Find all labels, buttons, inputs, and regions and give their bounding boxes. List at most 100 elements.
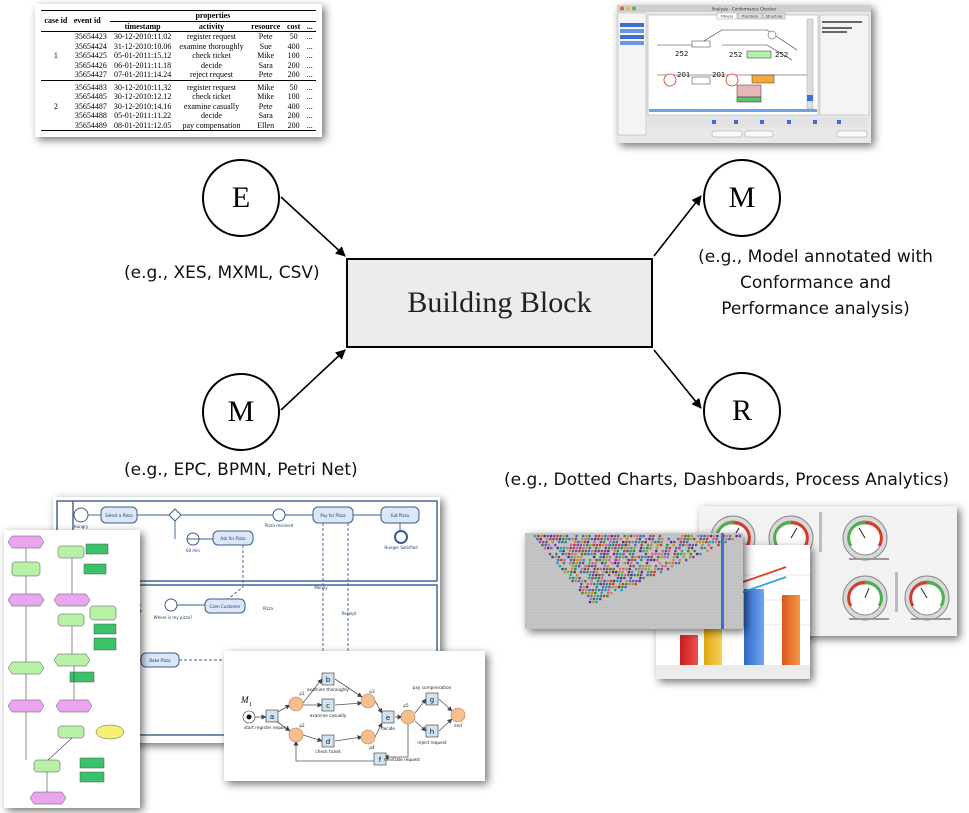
transition-h-label: reject request [417,740,446,745]
dotted-chart-dot [639,546,643,550]
dotted-chart-dot [592,582,596,586]
table-cell: 07-01-2011:14.24 [113,70,172,79]
dotted-chart-dot [598,543,602,547]
dotted-chart-dot [603,549,607,553]
dotted-chart-dot [556,561,559,565]
dotted-chart-dot [588,534,591,538]
dotted-chart-dot [629,534,633,538]
dotted-chart-dot [672,555,676,559]
dotted-chart-dot [642,549,645,553]
table-cell: 200 [287,111,300,120]
transition-b-label: examine thoroughly [307,687,350,692]
dotted-chart-dot [672,558,675,562]
dotted-chart-dot [561,537,565,541]
dotted-chart-dot [618,570,621,574]
dotted-chart-dot [578,546,582,550]
dotted-chart-dot [654,564,658,568]
dotted-chart-dot [715,537,718,541]
dotted-chart-dot [674,549,677,553]
dotted-chart-dot [557,555,561,559]
dotted-chart-dot [660,540,663,544]
dotted-chart-dot [640,543,643,547]
dotted-chart-dot [610,546,614,550]
dotted-chart-dot [690,546,694,550]
dotted-chart-dot [568,576,572,580]
dotted-chart-dot [642,546,646,550]
dotted-chart-dot [623,561,626,565]
dotted-chart-dot [627,570,631,574]
dotted-chart-dot [606,564,610,568]
dotted-chart-dot [573,540,577,544]
table-cell: Sara [258,60,273,70]
dotted-chart-dot [594,591,597,595]
dotted-chart-dot [610,561,614,565]
dotted-chart-dot [576,558,579,562]
dotted-chart-dot [599,582,602,586]
table-cell: ... [306,92,313,101]
petri-net-thumbnail: M 1 a b c d e [224,651,485,781]
dotted-chart-dot [650,570,653,574]
dotted-chart-dot [674,546,678,550]
table-cell: 200 [287,60,300,70]
table-cell: 35654489 [70,120,110,131]
dotted-chart-dot [648,537,651,541]
dotted-chart-dot [591,573,595,577]
dotted-chart-dot [618,555,621,559]
dotted-chart-dot [580,555,583,559]
dotted-chart-dot [630,573,633,577]
dotted-chart-dot [583,552,587,556]
dotted-chart-dot [661,549,664,553]
dotted-chart-dot [644,555,647,559]
dotted-chart-dot [548,552,552,556]
dotted-chart-dot [584,579,587,583]
dotted-chart-dot [571,552,574,556]
dotted-chart-dot [617,546,620,550]
dotted-chart-dot [586,582,590,586]
dotted-chart-dot [561,552,565,556]
dotted-chart-dot [645,561,649,565]
dotted-chart-dot [635,579,638,583]
dotted-chart-dot [605,585,608,589]
transition-e-label: decide [381,726,395,731]
dotted-chart-dot [634,567,638,571]
dotted-chart-dot [562,561,566,565]
transition-f-label: reinitiate request [384,757,420,762]
dotted-chart-dot [614,585,618,589]
dotted-chart-dot [613,561,617,565]
dotted-chart-dot [552,534,556,538]
table-cell: 35654423 [74,32,107,41]
model-output-caption-line2: Conformance and [739,273,892,293]
dotted-chart-dot [575,576,578,580]
dotted-chart-dot [599,555,602,559]
dotted-chart-dot [600,537,603,541]
dotted-chart-dot [672,543,675,547]
dotted-chart-dot [589,570,592,574]
dotted-chart-dot [708,540,711,544]
dotted-chart-dot [599,552,603,556]
dotted-chart-dot [633,558,637,562]
arrow-e-to-block [280,196,346,257]
dotted-chart-dot [673,552,677,556]
event-log-node: E [202,159,280,237]
dotted-chart-dot [586,570,589,574]
dotted-chart-dot [663,552,667,556]
table-cell: ... [306,51,313,60]
dotted-chart-dot [590,537,594,541]
model-input-node-label: M [227,395,255,428]
dotted-chart-dot [657,540,660,544]
dotted-chart-dot [680,537,683,541]
dotted-chart-dot [569,558,573,562]
dotted-chart-dot [607,534,610,538]
start-token [246,714,252,720]
dotted-chart-dot [647,555,650,559]
dotted-chart-dot [568,537,571,541]
dotted-chart-dot [627,558,630,562]
model-input-node: M [202,373,280,451]
dotted-chart-dot [581,591,584,595]
conformance-tab-structure: Structure [766,15,784,19]
dotted-chart-dot [725,537,728,541]
dotted-chart-dot [571,579,574,583]
dotted-chart-dot [585,588,588,592]
bpmn-flow-money: Money [314,585,328,590]
bpmn-task-ask-pizza: Ask for Pizza [220,536,246,541]
